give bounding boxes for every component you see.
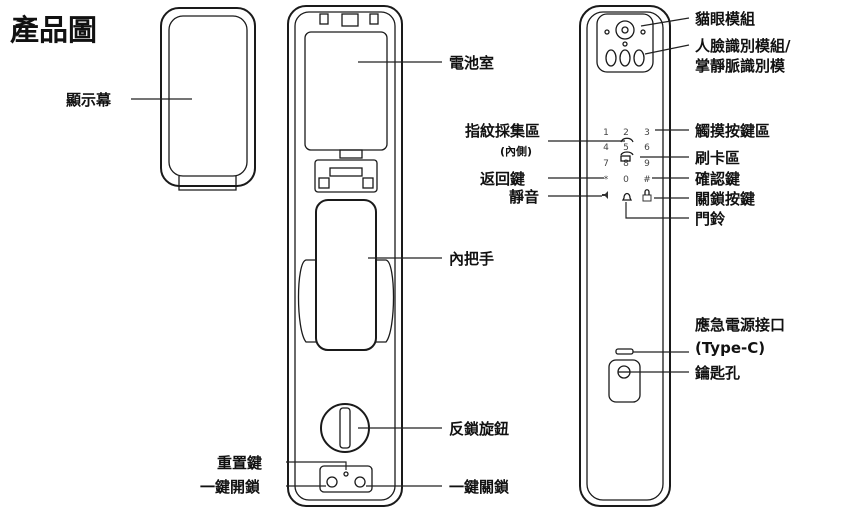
lock-icon (642, 194, 652, 202)
label-face-line1: 人臉識別模組/ (695, 37, 791, 55)
display-unit (160, 7, 256, 191)
label-touch-keys: 觸摸按鍵區 (695, 122, 770, 140)
key-0: 0 (623, 175, 629, 185)
one-key-lock-button (354, 476, 366, 488)
key-9: 9 (644, 159, 650, 169)
keyhole-cover (608, 359, 641, 403)
key-hash: # (643, 175, 651, 185)
key-7: 7 (603, 159, 609, 169)
page-title: 產品圖 (10, 13, 97, 47)
label-confirm-key: 確認鍵 (694, 170, 740, 188)
label-face-line2: 掌靜脈識別模 (695, 57, 786, 75)
label-fingerprint: 指紋採集區 (465, 122, 540, 140)
card-reader-icon (620, 155, 631, 162)
label-mute: 靜音 (509, 188, 539, 206)
key-3: 3 (644, 128, 650, 138)
camera-module (596, 13, 654, 73)
key-5: 5 (623, 143, 629, 153)
label-one-key-unlock: 一鍵開鎖 (200, 478, 261, 496)
label-battery: 電池室 (449, 54, 494, 72)
inner-panel (287, 5, 403, 507)
key-star: * (604, 175, 609, 185)
label-lock-key: 關鎖按鍵 (695, 190, 755, 208)
mute-icon (602, 191, 608, 199)
label-anti-lock-knob: 反鎖旋鈕 (449, 420, 509, 438)
key-1: 1 (603, 128, 609, 138)
label-doorbell: 門鈴 (695, 210, 726, 228)
doorbell-icon (621, 192, 633, 201)
inner-handle (315, 199, 377, 351)
reset-button (343, 471, 349, 477)
label-one-key-lock: 一鍵關鎖 (449, 478, 510, 496)
label-usb-line2: (Type-C) (695, 339, 765, 357)
one-key-unlock-button (326, 476, 338, 488)
label-inner-handle: 內把手 (449, 250, 494, 268)
face-sensor (605, 49, 617, 67)
key-2: 2 (623, 128, 629, 138)
label-keyhole: 鑰匙孔 (695, 364, 740, 382)
key-8: 8 (623, 159, 629, 169)
label-reset-key: 重置鍵 (217, 454, 262, 472)
label-usb-line1: 應急電源接口 (695, 316, 785, 334)
label-back-key: 返回鍵 (480, 170, 525, 188)
outer-panel (579, 5, 671, 507)
label-fingerprint-note: (內側) (500, 144, 532, 158)
keypad: 1 2 3 4 5 6 7 8 9 * 0 # (602, 128, 652, 202)
label-card-area: 刷卡區 (695, 149, 740, 167)
key-4: 4 (603, 143, 609, 153)
label-peephole: 貓眼模組 (695, 10, 755, 28)
label-display: 顯示幕 (66, 91, 112, 109)
key-6: 6 (644, 143, 650, 153)
